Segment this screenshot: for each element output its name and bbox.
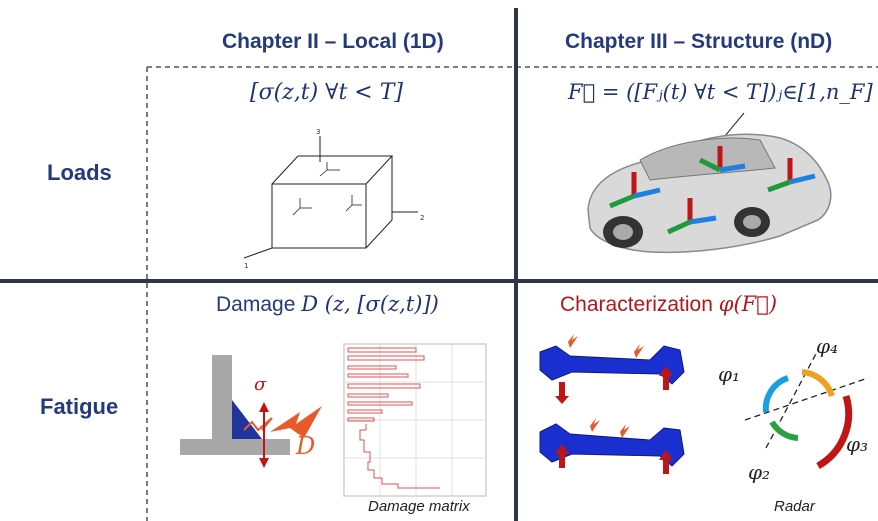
- row-label-loads: Loads: [47, 160, 112, 185]
- cube-axis-2: 2: [420, 214, 424, 222]
- radar-label-phi2: φ₂: [748, 460, 771, 484]
- damage-title-math: D (z, [σ(z,t)]): [301, 292, 439, 316]
- cube-axis-3: 3: [316, 128, 320, 136]
- characterization-title: Characterization φ(F⃗): [560, 292, 777, 317]
- structure-force-formula: F⃗ = ([Fⱼ(t) ∀t < T])ⱼ∈[1,n_F]: [568, 80, 873, 104]
- damage-title: Damage D (z, [σ(z,t)]): [216, 292, 439, 317]
- local-stress-formula: [σ(z,t) ∀t < T]: [250, 80, 403, 105]
- radar-label-phi4: φ₄: [816, 334, 839, 358]
- column-header-structure: Chapter III – Structure (nD): [565, 30, 833, 53]
- weld-damage-label: D: [296, 432, 316, 460]
- radar-label-phi3: φ₃: [846, 432, 869, 456]
- characterization-title-prefix: Characterization: [560, 293, 713, 316]
- radar-label-phi1: φ₁: [718, 362, 741, 386]
- row-label-fatigue: Fatigue: [40, 394, 119, 419]
- radar-caption: Radar: [774, 498, 815, 515]
- cube-axis-1: 1: [244, 262, 248, 270]
- column-header-local: Chapter II – Local (1D): [222, 30, 444, 53]
- damage-title-prefix: Damage: [216, 293, 296, 316]
- characterization-title-math: φ(F⃗): [718, 292, 778, 316]
- damage-matrix-caption: Damage matrix: [368, 498, 470, 515]
- weld-sigma-label: σ: [254, 374, 267, 395]
